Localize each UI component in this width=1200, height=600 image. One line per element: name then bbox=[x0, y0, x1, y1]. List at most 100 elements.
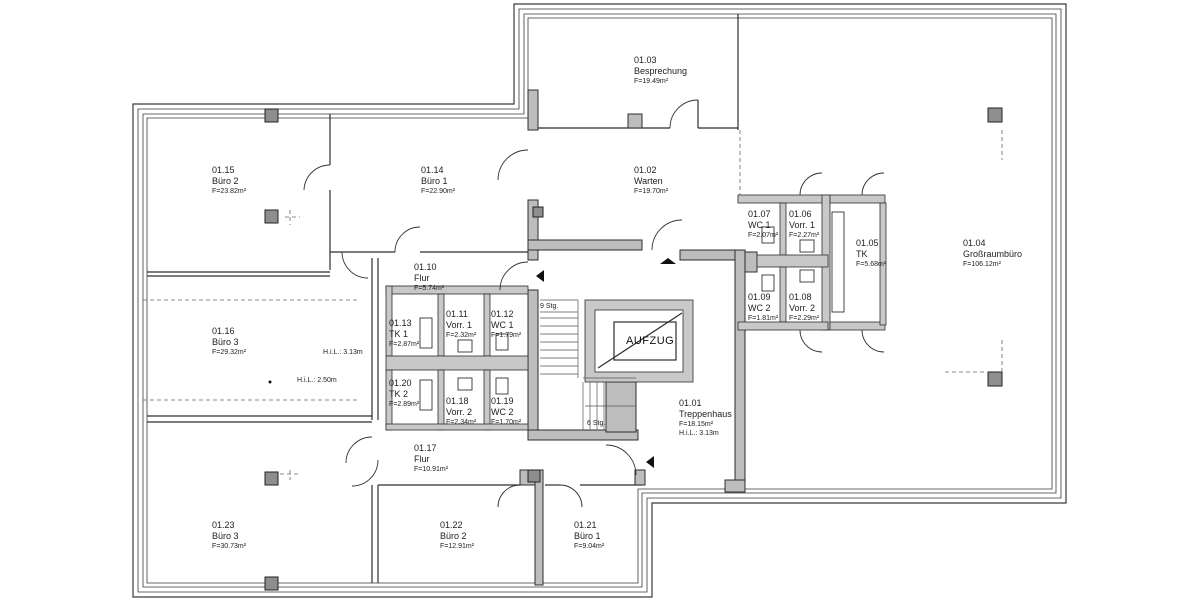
room-number: 01.18 bbox=[446, 396, 469, 406]
room-area: F=5.68m² bbox=[856, 261, 887, 268]
dashed-lines bbox=[143, 130, 1003, 480]
room-label-01-15: 01.15 Büro 2 F=23.82m² bbox=[212, 165, 246, 196]
room-number: 01.04 bbox=[963, 238, 986, 248]
room-area: F=1.79m² bbox=[491, 332, 522, 339]
room-number: 01.15 bbox=[212, 165, 235, 175]
room-label-01-17: 01.17 Flur F=10.91m² bbox=[414, 443, 448, 474]
room-label-01-11: 01.11 Vorr. 1 F=2.32m² bbox=[446, 309, 476, 340]
room-name: TK 2 bbox=[389, 389, 409, 399]
room-name: Büro 3 bbox=[212, 337, 239, 347]
room-name: Büro 1 bbox=[574, 531, 601, 541]
room-label-01-21: 01.21 Büro 1 F=9.04m² bbox=[574, 520, 604, 551]
room-area: F=2.87m² bbox=[389, 341, 420, 348]
room-area: F=2.07m² bbox=[748, 232, 779, 239]
room-label-01-06: 01.06 Vorr. 1 F=2.27m² bbox=[789, 209, 819, 240]
section-marker bbox=[660, 258, 676, 264]
room-label-01-02: 01.02 Warten F=19.70m² bbox=[634, 165, 668, 196]
room-area: F=2.32m² bbox=[446, 332, 477, 339]
room-number: 01.20 bbox=[389, 378, 412, 388]
room-name: Großraumbüro bbox=[963, 249, 1023, 259]
room-label-01-10: 01.10 Flur F=5.74m² bbox=[414, 262, 444, 293]
room-name: Büro 2 bbox=[212, 176, 239, 186]
stair-count-label: 6 Stg. bbox=[587, 420, 606, 427]
walls-besprechung bbox=[527, 14, 739, 131]
room-number: 01.19 bbox=[491, 396, 514, 406]
column bbox=[527, 469, 541, 483]
room-name: WC 1 bbox=[491, 320, 514, 330]
room-name: TK bbox=[856, 249, 868, 259]
room-number: 01.05 bbox=[856, 238, 879, 248]
room-number: 01.11 bbox=[446, 309, 468, 319]
walls-core bbox=[519, 199, 758, 586]
room-name: Warten bbox=[634, 176, 663, 186]
room-area: F=1.81m² bbox=[748, 315, 779, 322]
room-area: F=106.12m² bbox=[963, 261, 1001, 268]
room-name: Flur bbox=[414, 273, 430, 283]
room-label-01-23: 01.23 Büro 3 F=30.73m² bbox=[212, 520, 246, 551]
room-label-01-13: 01.13 TK 1 F=2.87m² bbox=[389, 318, 419, 349]
room-name: WC 1 bbox=[748, 220, 771, 230]
room-area: F=18.15m² bbox=[679, 421, 714, 428]
room-name: Treppenhaus bbox=[679, 409, 732, 419]
room-number: 01.12 bbox=[491, 309, 514, 319]
room-area: F=22.90m² bbox=[421, 188, 456, 195]
room-name: Büro 2 bbox=[440, 531, 467, 541]
room-label-01-18: 01.18 Vorr. 2 F=2.34m² bbox=[446, 396, 476, 427]
room-name: Vorr. 1 bbox=[446, 320, 473, 330]
room-number: 01.16 bbox=[212, 326, 235, 336]
room-area: F=19.70m² bbox=[634, 188, 669, 195]
room-label-01-07: 01.07 WC 1 F=2.07m² bbox=[748, 209, 778, 240]
room-area: F=2.27m² bbox=[789, 232, 820, 239]
room-area: F=12.91m² bbox=[440, 543, 475, 550]
room-name: TK 1 bbox=[389, 329, 409, 339]
room-label-01-08: 01.08 Vorr. 2 F=2.29m² bbox=[789, 292, 819, 323]
room-height: H.i.L.: 3.13m bbox=[679, 430, 719, 437]
room-name: WC 2 bbox=[748, 303, 771, 313]
room-label-01-05: 01.05 TK F=5.68m² bbox=[856, 238, 886, 269]
room-number: 01.03 bbox=[634, 55, 657, 65]
room-area: F=2.34m² bbox=[446, 419, 477, 426]
room-number: 01.22 bbox=[440, 520, 463, 530]
column bbox=[532, 206, 544, 218]
room-number: 01.08 bbox=[789, 292, 812, 302]
room-label-01-04: 01.04 Großraumbüro F=106.12m² bbox=[963, 238, 1022, 269]
room-label-01-22: 01.22 Büro 2 F=12.91m² bbox=[440, 520, 474, 551]
room-number: 01.09 bbox=[748, 292, 771, 302]
stair-count-label: 9 Stg. bbox=[540, 303, 559, 310]
room-area: F=9.04m² bbox=[574, 543, 605, 550]
elevator-label: AUFZUG bbox=[626, 335, 675, 347]
room-name: Flur bbox=[414, 454, 430, 464]
room-label-01-14: 01.14 Büro 1 F=22.90m² bbox=[421, 165, 455, 196]
column bbox=[264, 576, 279, 591]
room-number: 01.13 bbox=[389, 318, 412, 328]
room-number: 01.10 bbox=[414, 262, 437, 272]
columns bbox=[264, 107, 1003, 591]
room-area: F=1.70m² bbox=[491, 419, 522, 426]
room-label-01-19: 01.19 WC 2 F=1.70m² bbox=[491, 396, 521, 427]
room-area: F=29.32m² bbox=[212, 349, 247, 356]
room-area: F=2.89m² bbox=[389, 401, 420, 408]
walls-left-offices bbox=[147, 114, 642, 583]
room-area: F=5.74m² bbox=[414, 285, 445, 292]
room-name: Büro 1 bbox=[421, 176, 448, 186]
room-name: Vorr. 2 bbox=[789, 303, 816, 313]
room-name: Vorr. 1 bbox=[789, 220, 816, 230]
room-label-01-09: 01.09 WC 2 F=1.81m² bbox=[748, 292, 778, 323]
room-area: F=23.82m² bbox=[212, 188, 247, 195]
ceiling-height-note: H.i.L.: 3.13m bbox=[323, 349, 363, 356]
room-area: F=10.91m² bbox=[414, 466, 449, 473]
room-number: 01.02 bbox=[634, 165, 657, 175]
room-name: Büro 3 bbox=[212, 531, 239, 541]
markers bbox=[268, 258, 676, 468]
room-label-01-03: 01.03 Besprechung F=19.49m² bbox=[634, 55, 687, 86]
walls-wc-left bbox=[385, 285, 529, 431]
room-label-01-01: 01.01 Treppenhaus F=18.15m² H.i.L.: 3.13… bbox=[679, 398, 732, 438]
room-number: 01.06 bbox=[789, 209, 812, 219]
room-area: F=2.29m² bbox=[789, 315, 820, 322]
room-label-01-12: 01.12 WC 1 F=1.79m² bbox=[491, 309, 521, 340]
section-marker bbox=[536, 270, 544, 282]
ceiling-height-note: H.i.L.: 2.50m bbox=[297, 377, 337, 384]
column bbox=[264, 108, 279, 123]
room-area: F=19.49m² bbox=[634, 78, 669, 85]
